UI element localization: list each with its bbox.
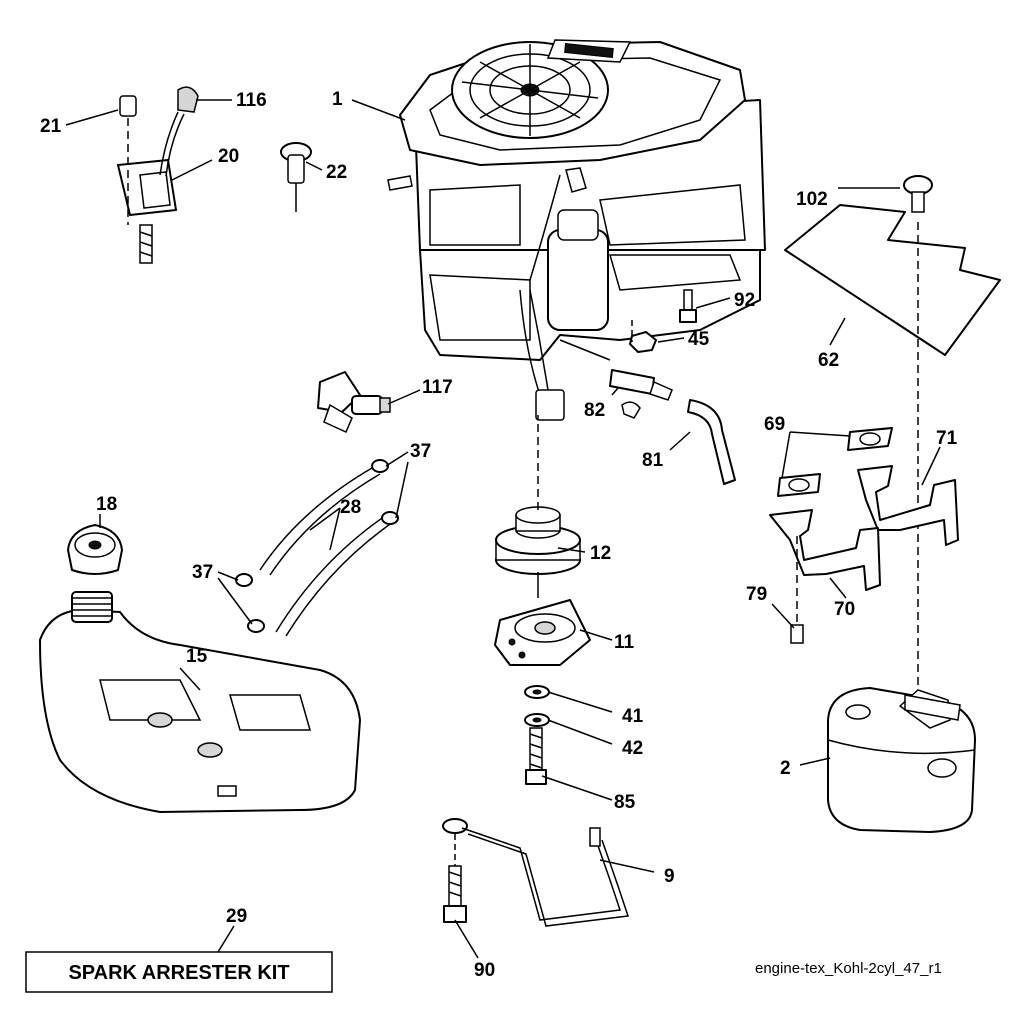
fuel-lines-28 [235, 459, 399, 637]
label-102: 102 [796, 189, 828, 210]
label-18: 18 [96, 494, 117, 515]
drawing-code: engine-tex_Kohl-2cyl_47_r1 [755, 960, 942, 977]
label-12: 12 [590, 543, 611, 564]
engine-assembly [387, 39, 766, 421]
label-28: 28 [340, 497, 361, 518]
label-29: 29 [226, 906, 247, 927]
muffler-2 [827, 687, 976, 833]
label-45: 45 [688, 329, 710, 350]
label-22: 22 [326, 162, 347, 183]
label-20: 20 [218, 146, 239, 167]
label-92: 92 [734, 290, 755, 311]
fuel-valve-117 [317, 371, 391, 433]
kit-box-label: SPARK ARRESTER KIT [68, 962, 289, 984]
label-21: 21 [40, 116, 62, 137]
label-2: 2 [780, 758, 791, 779]
label-82: 82 [584, 400, 605, 421]
bolt-85 [525, 727, 547, 785]
knob-102 [903, 175, 933, 213]
spark-arrester-kit-box: SPARK ARRESTER KIT [25, 951, 333, 993]
clutch-11 [494, 599, 591, 666]
bolt-79 [790, 536, 804, 644]
tube-81 [687, 399, 736, 485]
throttle-control-assembly [117, 86, 199, 264]
connector-82 [609, 369, 673, 419]
fuel-cap-18 [67, 524, 123, 575]
leader-lines [65, 99, 941, 959]
label-71: 71 [936, 428, 958, 449]
nut-45 [629, 331, 657, 353]
label-69: 69 [764, 414, 785, 435]
label-117: 117 [422, 377, 453, 398]
heat-shield-62 [784, 204, 1001, 356]
label-81: 81 [642, 450, 664, 471]
label-85: 85 [614, 792, 636, 813]
bracket-9 [442, 818, 630, 927]
label-62: 62 [818, 350, 839, 371]
plug-22 [280, 142, 312, 212]
label-90: 90 [474, 960, 495, 981]
part-labels: 1 116 21 20 22 117 37 28 37 18 15 12 11 … [40, 89, 958, 981]
label-116: 116 [236, 90, 267, 111]
pulley-12 [495, 506, 581, 575]
fuel-tank-15 [39, 591, 361, 813]
label-37-left: 37 [192, 562, 213, 583]
label-9: 9 [664, 866, 675, 887]
gaskets-69 [777, 427, 893, 497]
bolt-90 [443, 865, 467, 923]
label-41: 41 [622, 706, 644, 727]
label-11: 11 [614, 632, 635, 653]
bolt-92 [679, 289, 697, 323]
exhaust-pipe-70 [769, 509, 881, 591]
label-79: 79 [746, 584, 767, 605]
label-37-top: 37 [410, 441, 431, 462]
exhaust-pipe-71 [857, 465, 959, 546]
label-42: 42 [622, 738, 643, 759]
label-1: 1 [332, 89, 343, 110]
label-70: 70 [834, 599, 855, 620]
label-15: 15 [186, 646, 208, 667]
